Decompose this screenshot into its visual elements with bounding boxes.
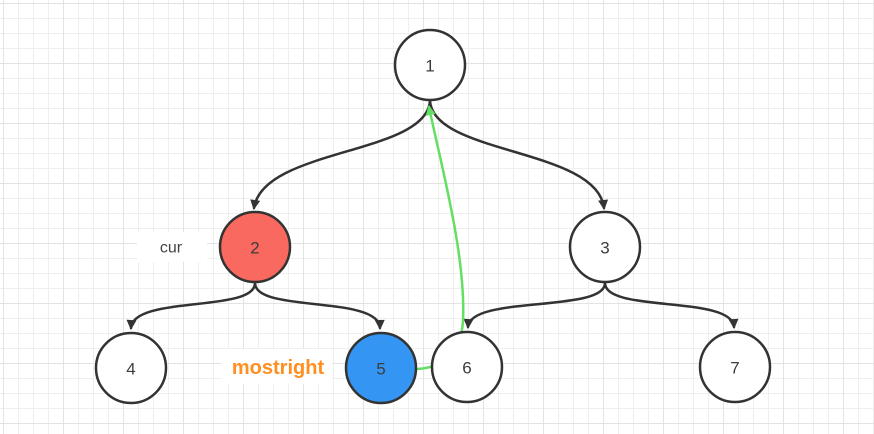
node-1-circle <box>393 28 467 102</box>
edge-1-3[interactable] <box>428 99 609 210</box>
node-3[interactable]: 3 <box>568 210 642 284</box>
mostright-label[interactable]: mostright <box>222 349 332 384</box>
node-3-value: 3 <box>600 239 609 258</box>
mostright-label-text: mostright <box>232 357 325 379</box>
node-1[interactable]: 1 <box>393 28 467 102</box>
node-2-circle <box>218 210 292 284</box>
node-4-circle <box>94 331 168 405</box>
node-6[interactable]: 6 <box>430 330 504 404</box>
node-4[interactable]: 4 <box>94 331 168 405</box>
cur-label[interactable]: cur <box>137 232 207 262</box>
cur-label-text: cur <box>160 240 183 257</box>
edge-3-6[interactable] <box>463 281 607 329</box>
edge-2-4[interactable] <box>126 281 257 330</box>
node-7-value: 7 <box>730 359 739 378</box>
tree-edges <box>126 99 739 330</box>
node-2-value: 2 <box>250 239 259 258</box>
edge-2-5[interactable] <box>253 281 385 330</box>
node-5-circle <box>344 331 418 405</box>
cur-label-bg <box>137 232 207 262</box>
node-4-value: 4 <box>126 360 135 379</box>
node-5-value: 5 <box>376 360 385 379</box>
mostright-label-bg <box>222 349 332 384</box>
node-7[interactable]: 7 <box>698 330 772 404</box>
edge-1-2[interactable] <box>250 99 432 210</box>
node-6-value: 6 <box>462 359 471 378</box>
node-7-circle <box>698 330 772 404</box>
node-2[interactable]: 2 <box>218 210 292 284</box>
node-3-circle <box>568 210 642 284</box>
node-5[interactable]: 5 <box>344 331 418 405</box>
node-1-value: 1 <box>425 57 434 76</box>
edge-3-7[interactable] <box>603 281 739 329</box>
node-6-circle <box>430 330 504 404</box>
edge-5-1-backlink[interactable] <box>415 105 465 371</box>
